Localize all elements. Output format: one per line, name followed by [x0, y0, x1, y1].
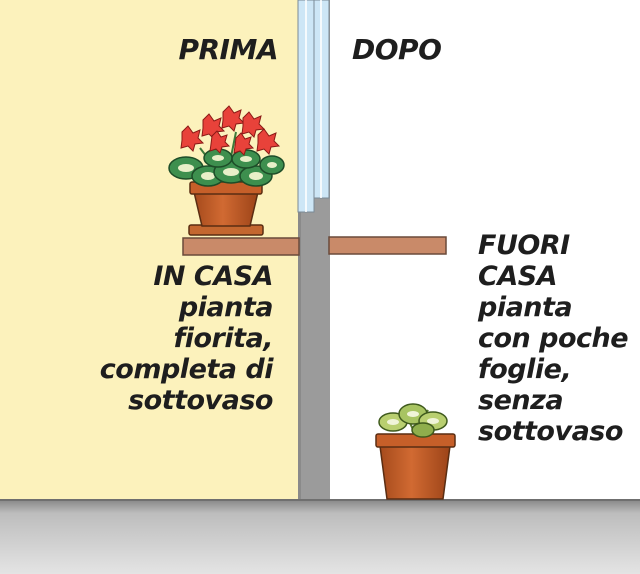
- inside-caption-line: completa di: [99, 354, 274, 385]
- inside-caption-line: sottovaso: [128, 385, 273, 416]
- outside-caption-line: pianta: [478, 292, 573, 323]
- outside-caption-line: foglie,: [478, 354, 572, 385]
- before-label: PRIMA: [178, 33, 278, 66]
- outside-caption-line: FUORI: [478, 230, 570, 261]
- inside-caption-line: fiorita,: [173, 323, 273, 354]
- after-label: DOPO: [352, 33, 442, 66]
- outside-caption-line: sottovaso: [478, 416, 623, 447]
- inside-caption-line: IN CASA: [153, 261, 273, 292]
- outside-caption-line: CASA: [478, 261, 558, 292]
- inside-caption-line: pianta: [178, 292, 274, 323]
- outside-caption-line: con poche: [478, 323, 629, 354]
- outside-caption-line: senza: [478, 385, 564, 416]
- floor: [0, 500, 640, 574]
- outside-caption: FUORI CASA pianta con poche foglie, senz…: [478, 230, 640, 447]
- wall: [297, 0, 330, 500]
- indoor-shelf: [182, 237, 300, 256]
- sparse-plant-icon: [375, 403, 456, 500]
- inside-caption: IN CASA pianta fiorita, completa di sott…: [60, 261, 274, 416]
- outdoor-sill: [328, 236, 447, 255]
- flowering-plant-icon: [168, 105, 285, 236]
